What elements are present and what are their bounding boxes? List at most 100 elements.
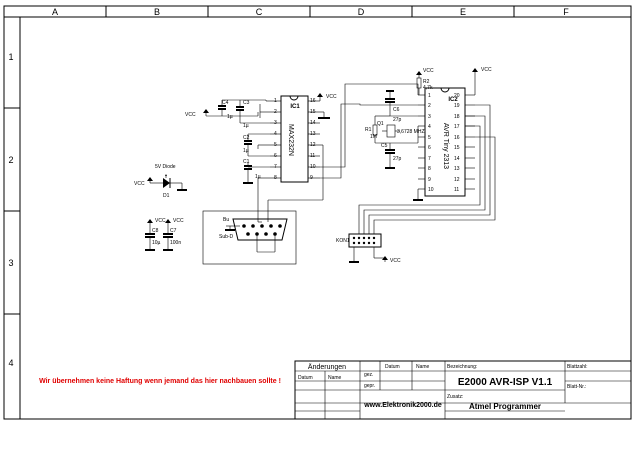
q1-label: Q1 <box>377 121 384 127</box>
ic2-part: AVR Tiny 2313 <box>442 123 449 169</box>
gnd-ic1-15 <box>318 111 330 119</box>
c6-value: 27p <box>393 117 402 123</box>
diode-title: 5V Diode <box>155 164 176 170</box>
c6-label: C6 <box>393 107 400 113</box>
drawing-title: E2000 AVR-ISP V1.1 <box>458 377 553 388</box>
col-label-a: A <box>52 7 58 17</box>
svg-text:VCC: VCC <box>481 67 492 73</box>
changes-name: Name <box>328 375 342 381</box>
ic1-part: MAX232N <box>287 124 294 156</box>
ic2-pin-10: 10 <box>428 187 434 193</box>
ic1-label: IC1 <box>290 104 300 110</box>
ic1-pin-7: 7 <box>274 164 277 170</box>
gez-label: gez. <box>364 372 373 378</box>
ic1-pin-4: 4 <box>274 131 277 137</box>
ic1-body <box>280 95 309 183</box>
ic1-pin-14: 14 <box>310 120 316 126</box>
row-dividers <box>4 107 20 315</box>
r2-resistor: VCC R2 4,7k <box>416 68 434 95</box>
datum-header: Datum <box>385 364 400 370</box>
website-label: www.Elektronik2000.de <box>363 402 442 409</box>
disclaimer-text: Wir übernehmen keine Haftung wenn jemand… <box>39 378 281 385</box>
ic2-pin-12: 12 <box>454 177 460 183</box>
changes-datum: Datum <box>298 375 313 381</box>
c5-value: 27p <box>393 156 402 162</box>
ic1-pin-9: 9 <box>310 175 313 181</box>
gnd-ic2-pin10 <box>413 189 423 201</box>
c2-label: C2 <box>243 135 250 141</box>
ic1-pin-1: 1 <box>274 98 277 104</box>
svg-text:VCC: VCC <box>185 112 196 118</box>
ic2-pin-2: 2 <box>428 103 431 109</box>
kon1-label: KON1 <box>336 238 350 244</box>
ic2-pin-18: 18 <box>454 114 460 120</box>
ic2-pin-6: 6 <box>428 145 431 151</box>
c2-value: 1µ <box>243 148 249 154</box>
ic1-capacitors <box>206 99 270 222</box>
row-label-2: 2 <box>8 155 13 165</box>
c5-label: C5 <box>381 143 388 149</box>
svg-text:VCC: VCC <box>326 94 337 100</box>
ic1-pin-8: 8 <box>274 175 277 181</box>
ic1-pin-13: 13 <box>310 131 316 137</box>
ic1-pin-5: 5 <box>274 142 277 148</box>
ic2-pin-13: 13 <box>454 166 460 172</box>
svg-text:VCC: VCC <box>390 258 401 264</box>
c1-value: 1µ <box>255 174 261 180</box>
ic2-pin-5: 5 <box>428 135 431 141</box>
bezeichnung-label: Bezeichnung: <box>447 364 477 370</box>
ic2-pin-16: 16 <box>454 135 460 141</box>
ic2-pin-20: 20 <box>454 93 460 99</box>
ic2-label: IC2 <box>448 97 458 103</box>
r1-value: 1M <box>370 134 377 140</box>
ic2-pin-14: 14 <box>454 156 460 162</box>
ic2-pin-4: 4 <box>428 124 431 130</box>
ic1-pin-16: 16 <box>310 98 316 104</box>
decoupling-caps: VCC C8 10µ VCC C7 100n <box>145 218 184 251</box>
ic1-pin-3: 3 <box>274 120 277 126</box>
ic1-pin-6: 6 <box>274 153 277 159</box>
ic2-pin-19: 19 <box>454 103 460 109</box>
drawing-area-frame <box>19 16 632 420</box>
title-block <box>294 360 632 420</box>
svg-text:C7: C7 <box>170 228 177 234</box>
blattzahl-label: Blattzahl: <box>567 364 588 370</box>
sheet-frame <box>3 5 632 420</box>
col-label-e: E <box>460 7 466 17</box>
gepr-label: gepr. <box>364 383 375 389</box>
crystal-frequency: 3,6728 MHZ <box>397 129 425 135</box>
col-label-b: B <box>154 7 160 17</box>
c4-label: C4 <box>222 100 229 106</box>
name-header: Name <box>416 364 430 370</box>
blatt-nr-label: Blatt-Nr.: <box>567 384 586 390</box>
dsub-label: Bu <box>223 217 229 223</box>
column-dividers <box>105 6 515 17</box>
r2-label: R2 <box>423 79 430 85</box>
c1-label: C1 <box>243 159 250 165</box>
col-label-f: F <box>563 7 569 17</box>
svg-text:VCC: VCC <box>173 218 184 224</box>
svg-text:C8: C8 <box>152 228 159 234</box>
ic1-pin-12: 12 <box>310 142 316 148</box>
ic2-pin-9: 9 <box>428 177 431 183</box>
isp-wires <box>358 104 496 234</box>
ic2-pin-17: 17 <box>454 124 460 130</box>
col-label-c: C <box>256 7 263 17</box>
vcc-ic1-left: VCC <box>185 109 209 118</box>
ic1-pin-15: 15 <box>310 109 316 115</box>
zusatz-label: Zusatz: <box>447 394 463 400</box>
col-label-d: D <box>358 7 365 17</box>
ic2-pin-15: 15 <box>454 145 460 151</box>
ic2-pin-1: 1 <box>428 93 431 99</box>
r1-label: R1 <box>365 127 372 133</box>
diode-d1: 5V Diode VCC D1 <box>134 164 187 199</box>
vcc-ic1-top: VCC <box>317 93 337 101</box>
c3-value: 1µ <box>243 123 249 129</box>
ic2-pin-11: 11 <box>454 187 459 193</box>
dsub-connector: Bu Sub-D <box>202 144 324 265</box>
svg-text:100n: 100n <box>170 240 181 246</box>
r2-vcc: VCC <box>423 68 434 74</box>
svg-text:VCC: VCC <box>155 218 166 224</box>
drawing-subtitle: Atmel Programmer <box>469 402 541 411</box>
svg-text:10µ: 10µ <box>152 240 161 246</box>
